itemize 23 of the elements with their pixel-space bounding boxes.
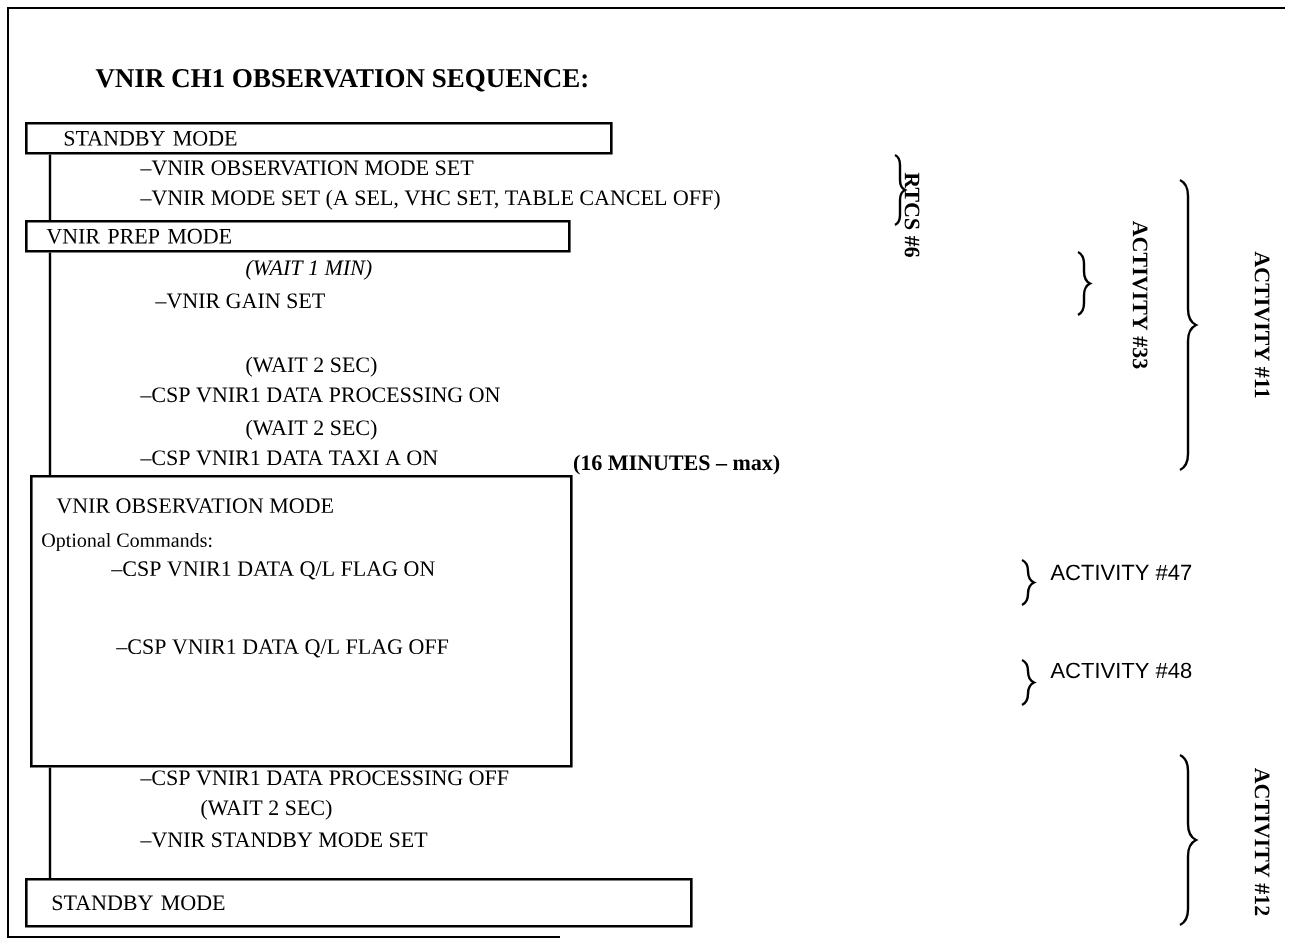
duration-text: (16 MINUTES – max): [574, 454, 780, 475]
activity-label: ACTIVITY #48: [1050, 662, 1192, 679]
connector-line: [48, 154, 52, 220]
mode-box: VNIR PREP MODE: [25, 220, 571, 253]
activity-label: ACTIVITY #47: [1050, 564, 1192, 581]
mode-box: VNIR OBSERVATION MODE Optional Commands: –CSP VNIR1 DATA Q/L FLAG ON –CSP VNIR1 DATA Q/L FLAG OFF: [30, 475, 573, 768]
command-text: (WAIT 2 SEC): [246, 356, 377, 377]
command-text: (WAIT 2 SEC): [246, 419, 377, 440]
command-text: –VNIR OBSERVATION MODE SET: [140, 160, 474, 176]
command-text: –VNIR GAIN SET: [155, 293, 325, 309]
activity-label: ACTIVITY #33: [1132, 220, 1148, 369]
command-text: –VNIR STANDBY MODE SET: [140, 832, 428, 848]
command-text: –VNIR MODE SET (A SEL, VHC SET, TABLE CANCEL OFF): [140, 189, 720, 210]
activity-label: ACTIVITY #11: [1254, 251, 1270, 398]
command-text: –CSP VNIR1 DATA PROCESSING ON: [140, 387, 500, 403]
mode-box: STANDBY MODE: [25, 878, 693, 928]
command-text: (WAIT 2 SEC): [201, 799, 332, 820]
mode-box: STANDBY MODE: [25, 122, 613, 155]
activity-label: ACTIVITY #12: [1254, 767, 1270, 916]
activity-label: RTCS #6: [904, 172, 920, 257]
connector-line: [48, 252, 52, 475]
connector-line: [48, 767, 52, 878]
title: VNIR CH1 OBSERVATION SEQUENCE:: [95, 69, 587, 92]
